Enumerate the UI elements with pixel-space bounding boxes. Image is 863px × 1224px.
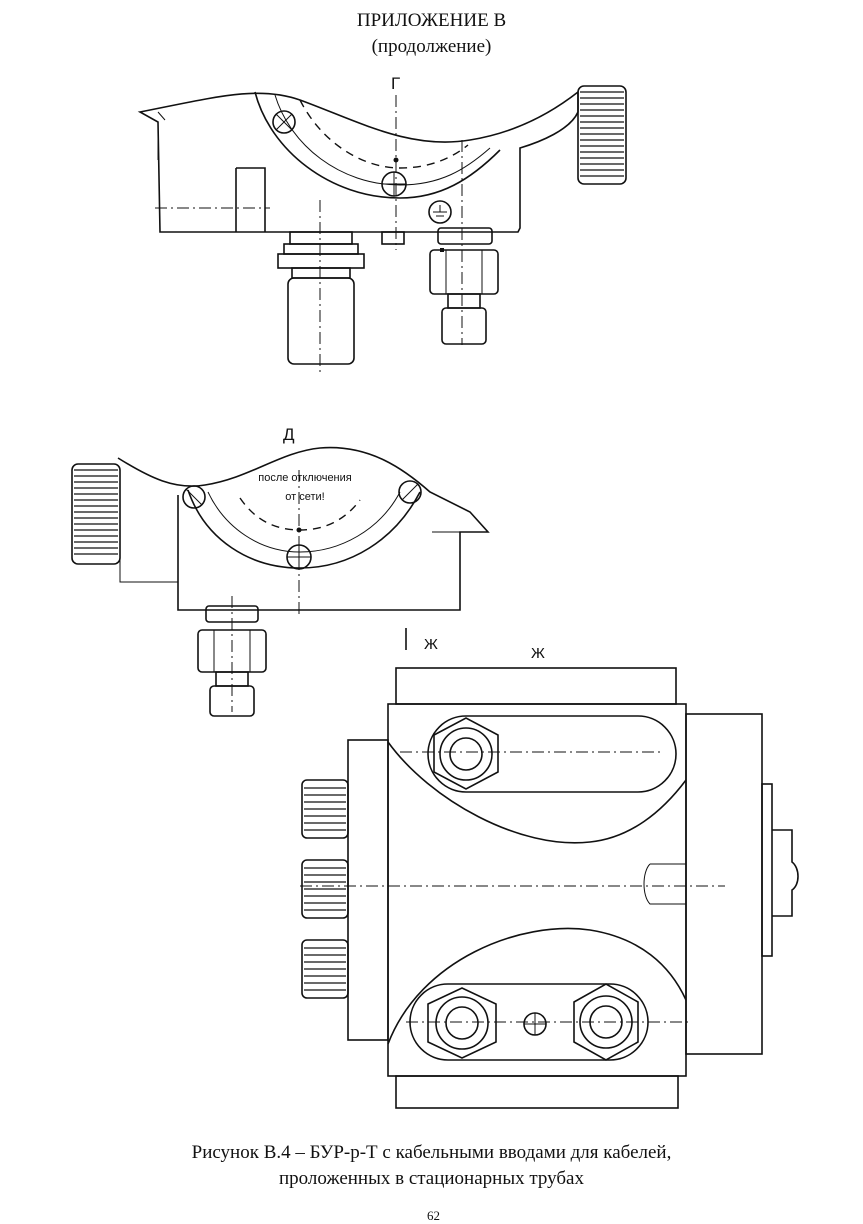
page-number: 62 (427, 1208, 440, 1223)
view-zh-label: Ж (531, 645, 545, 662)
appendix-title: ПРИЛОЖЕНИЕ В (356, 10, 507, 31)
warning-line-1: после отключения (258, 472, 352, 484)
appendix-subtitle: (продолжение) (371, 36, 492, 57)
view-d-label: Д (283, 425, 295, 444)
view-g-label: Г (391, 74, 401, 93)
section-mark-zh: Ж (424, 636, 438, 653)
figure-caption-line-1: Рисунок В.4 – БУР-р-Т с кабельными ввода… (191, 1142, 672, 1163)
warning-line-2: от сети! (285, 491, 324, 503)
figure-caption-line-2: проложенных в стационарных трубах (279, 1168, 584, 1189)
